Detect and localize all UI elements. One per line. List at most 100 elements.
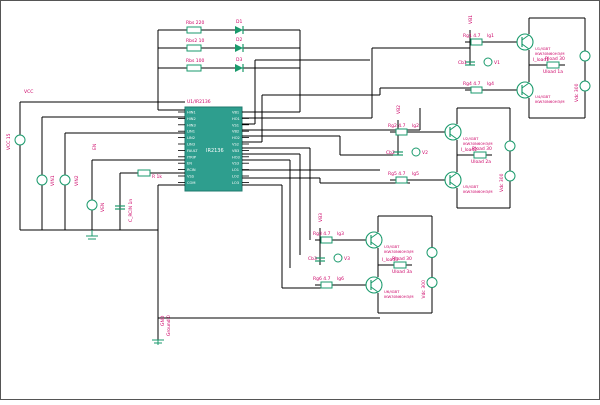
ic-left-pin-label: LIN2: [187, 136, 195, 140]
bootstrap-diode-2: D2: [235, 37, 244, 52]
dc-source-lower: [426, 277, 438, 288]
load-resistor-label: Rload 30: [545, 56, 565, 62]
bootstrap-resistor-2-label: Rbs2 10: [186, 38, 204, 44]
gate-source-label: V3: [344, 256, 350, 262]
driver-ic: U1/IR2136 IR2136 HIN1HIN2HIN3LIN1LIN2LIN…: [178, 99, 249, 192]
high-transistor-label: U1/IGBT: [535, 46, 551, 51]
ic-right-pin-label: LO3: [232, 181, 239, 185]
ic-left-pin-label: VSS: [187, 175, 195, 179]
load-resistor: [473, 151, 487, 159]
bootstrap-resistor-1: Rbs 220: [186, 20, 204, 34]
load-resistor-label: Rload 30: [392, 256, 412, 262]
vcc-source-label: VCC 15: [6, 133, 12, 150]
bootstrap-cap-label: Cb3: [308, 256, 317, 262]
high-gate-resistor-label: Rg1 4.7: [463, 33, 481, 39]
left-wiring: [19, 101, 380, 345]
high-side-igbt: [365, 231, 383, 249]
bootstrap-resistor-3-label: Rbs 100: [186, 58, 204, 64]
low-gate-resistor-label: Rg5 4.7: [388, 171, 406, 177]
ground-symbol-bottom: [152, 339, 164, 345]
high-transistor-model: IKW30N60H3/M: [463, 141, 493, 146]
dc-source-label: Vdc 300: [574, 83, 580, 102]
gate-source: [411, 147, 421, 157]
load-resistor-label: Rload 30: [472, 146, 492, 152]
bus-net-label: VB3: [318, 213, 324, 222]
gate-source: [333, 253, 343, 263]
bootstrap-cap-label: Cb2: [386, 150, 395, 156]
ic-output-wiring: [242, 30, 480, 289]
ic-left-pin-label: HIN2: [187, 117, 196, 121]
low-gate-resistor: [395, 176, 408, 184]
rcin-resistor: R 1k: [137, 169, 162, 180]
bootstrap-diode-2-label: D2: [236, 37, 242, 43]
high-side-igbt: [516, 33, 534, 51]
en-net-label: EN: [92, 144, 98, 150]
gate-source-label: V1: [494, 60, 500, 66]
low-transistor-model: IKW30N60H3/M: [463, 189, 493, 194]
low-gate-net-label: lg6: [337, 276, 344, 282]
load-resistor: [393, 261, 407, 269]
high-gate-resistor-label: Rg3 4.7: [313, 231, 331, 237]
ic-right-pin-label: VB1: [232, 111, 239, 115]
low-gate-net-label: lg5: [412, 171, 419, 177]
ground-symbol-left: [86, 230, 98, 240]
ic-left-pins: HIN1HIN2HIN3LIN1LIN2LIN3FAULTITRIPENRCIN…: [178, 111, 198, 185]
dc-source-label: Vdc 300: [421, 280, 427, 299]
vcc-source: VCC 15: [6, 133, 26, 150]
half-bridge-wiring: [315, 215, 433, 314]
dc-source-lower: [579, 80, 591, 92]
load-current-label: I_load2: [461, 147, 477, 153]
dc-source-label: Vdc 300: [499, 173, 505, 192]
high-gate-net-label: lg2: [412, 123, 419, 129]
bus-net-label: VB2: [396, 105, 402, 114]
ic-right-pin-label: VS2: [232, 143, 239, 147]
ic-right-pin-label: LO1: [232, 168, 239, 172]
load-current-label: I_load1: [533, 57, 549, 63]
load-resistor: [546, 61, 560, 69]
high-transistor-label: U3/IGBT: [384, 244, 400, 249]
load-voltage-label: Uload 3a: [392, 269, 412, 275]
low-side-igbt: [516, 81, 534, 99]
bootstrap-diode-1: D1: [235, 19, 244, 34]
ic-left-pin-label: HIN1: [187, 111, 196, 115]
ic-right-pin-label: VS3: [232, 162, 239, 166]
ic-right-pin-label: HO3: [232, 155, 240, 159]
rcin-capacitor-label: C_RCIN 1n: [128, 199, 134, 222]
ic-part-label: IR2136: [206, 148, 224, 154]
source-b: VIN2: [59, 174, 80, 186]
ic-ref-label: U1/IR2136: [187, 99, 211, 105]
low-side-igbt: [365, 276, 383, 294]
high-transistor-model: IKW30N60H3/M: [384, 249, 414, 254]
ic-left-pin-label: HIN3: [187, 123, 196, 127]
en-source-label: VEN: [100, 203, 106, 212]
bootstrap-diode-1-label: D1: [236, 19, 242, 25]
source-b-label: VIN2: [74, 175, 80, 186]
high-gate-resistor: [320, 236, 333, 244]
low-gate-resistor: [320, 281, 333, 289]
low-transistor-label: U6/IGBT: [384, 289, 400, 294]
bootstrap-diode-3-label: D3: [236, 57, 242, 63]
high-gate-resistor: [470, 38, 483, 46]
ground-ref-label: Ground 0: [166, 315, 172, 336]
high-side-igbt: [444, 123, 462, 141]
source-a-label: VIN1: [50, 175, 56, 186]
ic-left-pin-label: LIN3: [187, 143, 195, 147]
load-current-label: I_load3: [382, 257, 398, 263]
gate-source: [483, 57, 493, 67]
high-gate-net-label: lg3: [337, 231, 344, 237]
ic-left-pin-label: RCIN: [187, 168, 196, 172]
source-a: VIN1: [36, 174, 56, 186]
bootstrap-resistor-3: Rbs 100: [186, 58, 204, 72]
ic-left-pin-label: ITRIP: [187, 155, 197, 159]
bus-net-label: VB1: [468, 15, 474, 24]
ground-net-label: GND: [160, 315, 166, 326]
bootstrap-resistor-2: Rbs2 10: [186, 38, 204, 52]
low-gate-resistor-label: Rg4 4.7: [463, 81, 481, 87]
load-voltage-label: Uload 1a: [543, 69, 563, 75]
half-bridge-wiring: [465, 17, 586, 119]
high-gate-net-label: lg1: [487, 33, 494, 39]
